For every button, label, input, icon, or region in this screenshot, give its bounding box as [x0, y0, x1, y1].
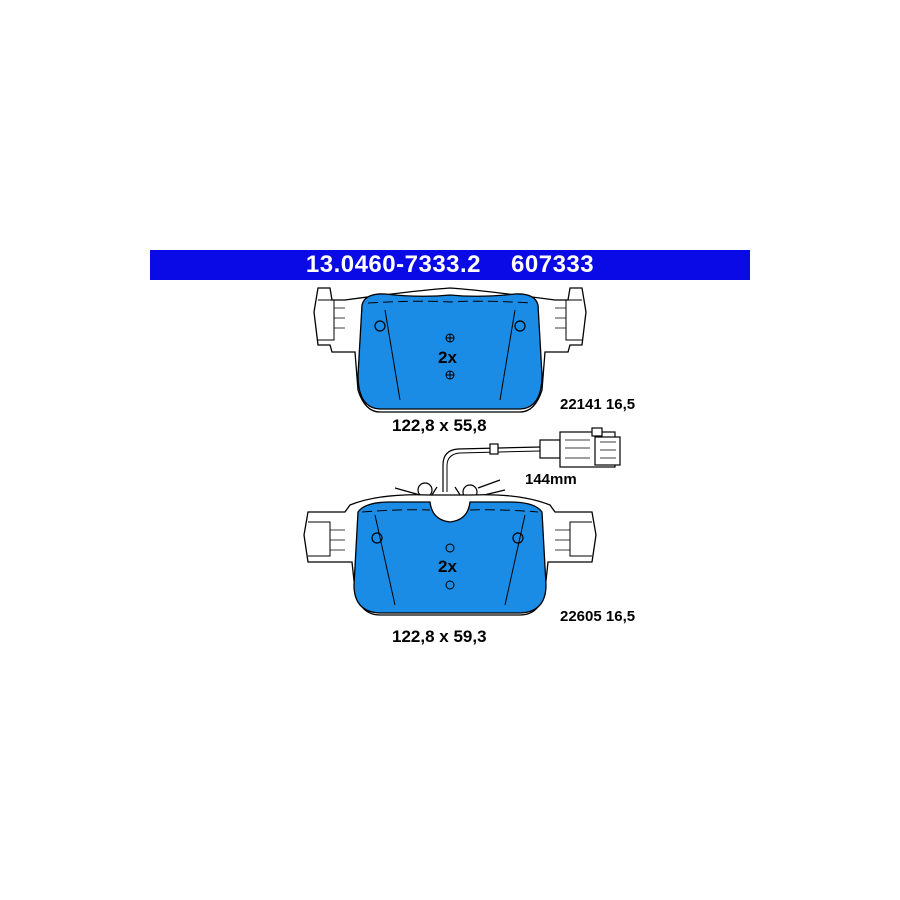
- header-bar: 13.0460-7333.2 607333: [150, 250, 750, 280]
- top-pad-dimensions: 122,8 x 55,8: [392, 416, 487, 435]
- bottom-pad: [303, 494, 597, 616]
- wear-sensor-connector: [539, 427, 621, 468]
- wear-sensor-cable: [442, 446, 541, 492]
- bottom-pad-quantity: 2x: [438, 557, 457, 576]
- reference-number: 607333: [511, 251, 595, 278]
- bottom-pad-friction-lining: [353, 501, 547, 614]
- sensor-length: 144mm: [525, 471, 577, 488]
- top-pad-quantity: 2x: [438, 348, 457, 367]
- bottom-pad-dimensions: 122,8 x 59,3: [392, 627, 487, 646]
- part-number: 13.0460-7333.2: [305, 251, 482, 278]
- top-pad-spec: 22141 16,5: [560, 396, 636, 413]
- bottom-pad-spec: 22605 16,5: [560, 608, 636, 625]
- top-pad: [313, 287, 587, 413]
- wear-sensor: [394, 427, 621, 501]
- top-pad-friction-lining: [357, 293, 543, 410]
